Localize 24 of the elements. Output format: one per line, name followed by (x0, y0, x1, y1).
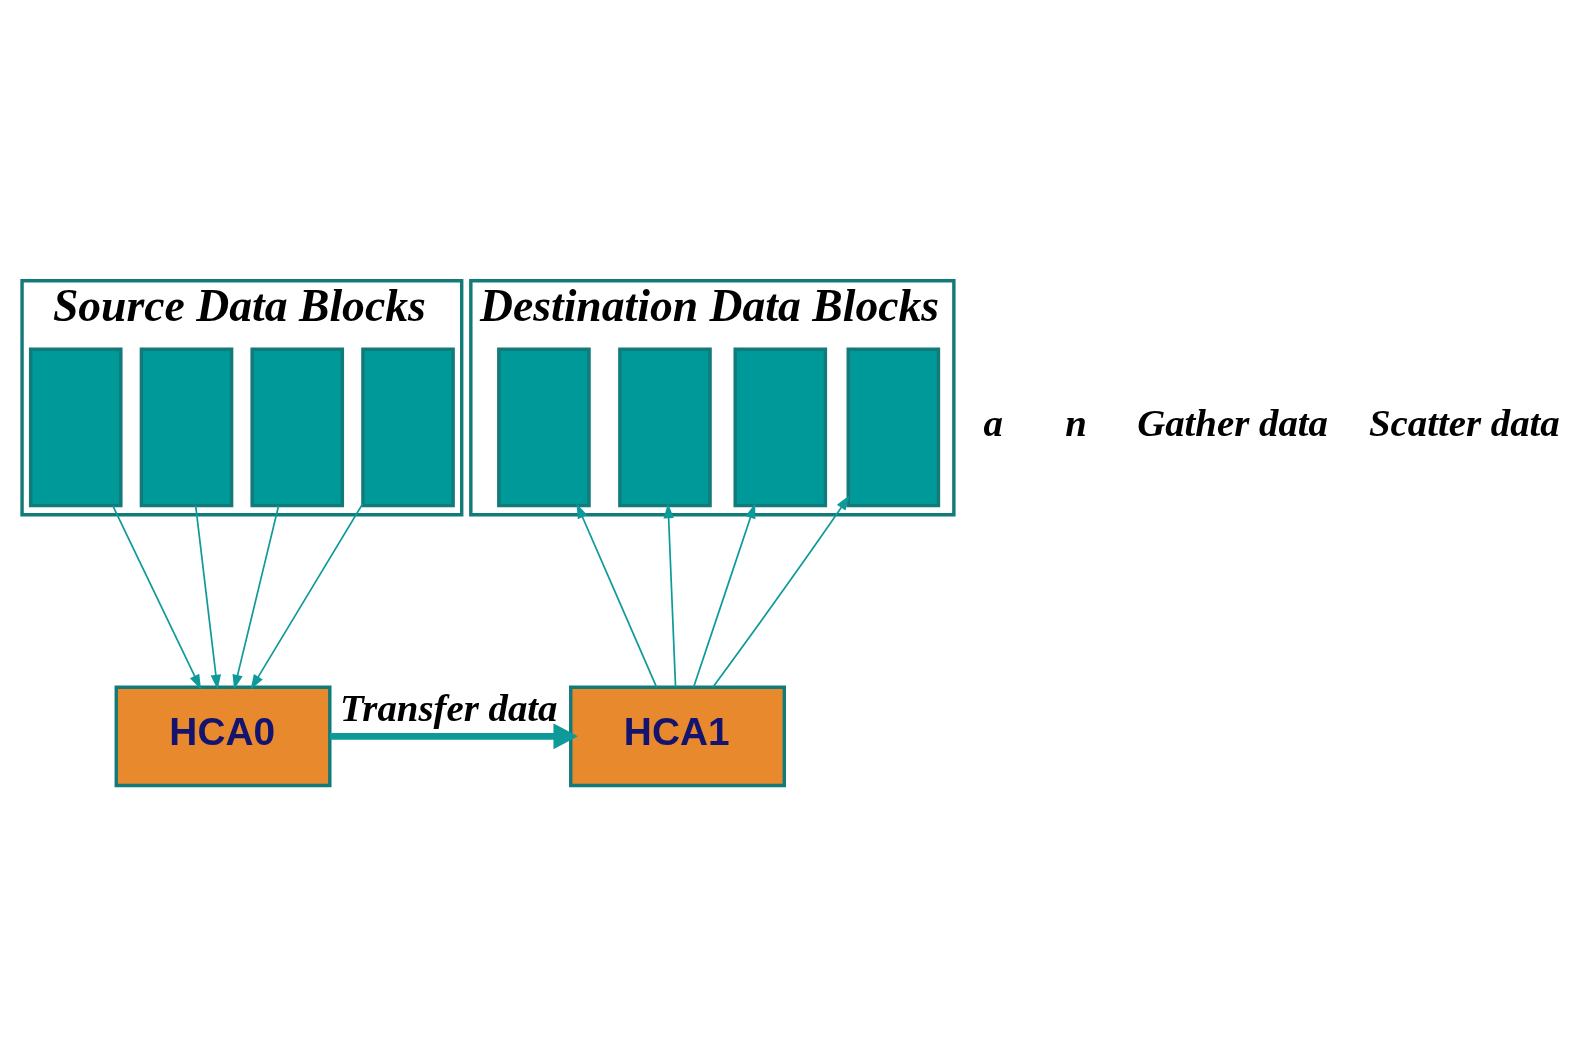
node-box (618, 347, 712, 507)
node-box (497, 347, 591, 507)
node-box (361, 347, 455, 507)
node-box (139, 347, 234, 507)
arrow (663, 502, 677, 688)
arrow (329, 722, 578, 749)
arrow (576, 503, 658, 688)
edge-label: Transfer data (340, 685, 558, 729)
arrow (250, 502, 364, 689)
arrow (692, 503, 756, 688)
arrow (712, 494, 850, 688)
node-box: HCA0 (114, 685, 332, 787)
node-box (28, 347, 123, 507)
arrow (232, 504, 280, 690)
node-box (733, 347, 828, 507)
label: a (983, 400, 1003, 444)
node-box (250, 347, 345, 507)
arrow (112, 504, 202, 689)
label: n (1065, 400, 1087, 444)
label: Gather data (1137, 400, 1328, 444)
node-box (846, 347, 941, 507)
cluster: Source Data Blocks (20, 278, 464, 516)
label: Scatter data (1368, 400, 1560, 444)
node-box: HCA1 (569, 685, 786, 787)
